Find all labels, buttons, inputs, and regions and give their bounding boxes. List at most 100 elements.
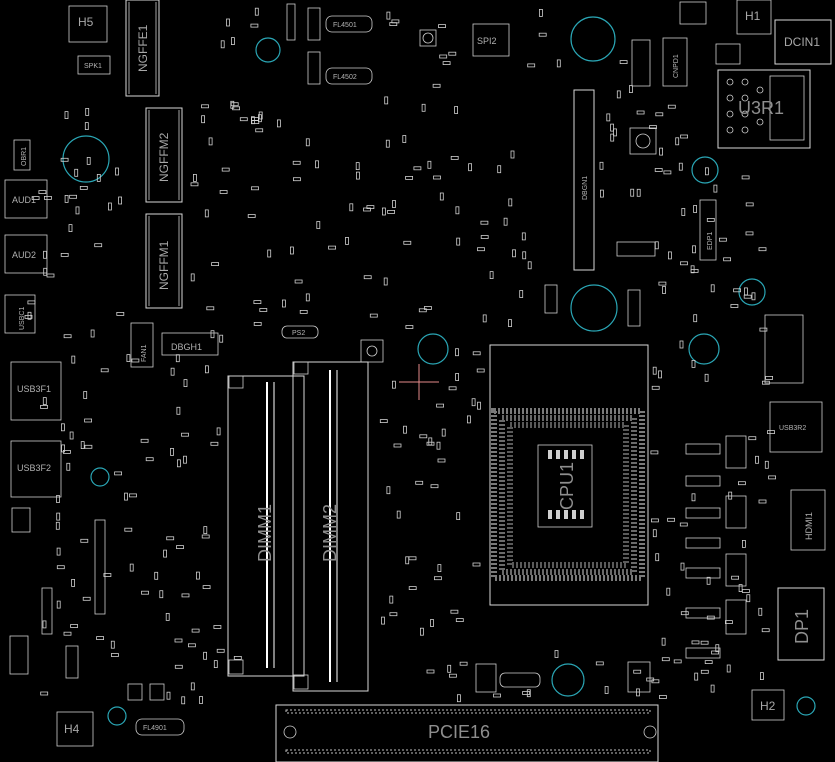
smd-part — [355, 171, 360, 180]
usb3r2-port: USB3R2 — [769, 401, 823, 453]
smd-part — [201, 534, 210, 539]
smd-part — [415, 480, 424, 485]
smd-part — [700, 640, 709, 645]
smd-part — [305, 138, 310, 147]
usb3f1-port: USB3F1 — [10, 361, 62, 421]
smd-part — [216, 427, 221, 436]
h4-label: H4 — [64, 722, 80, 736]
smd-part — [63, 334, 72, 339]
cpu1-label: CPU1 — [557, 462, 577, 510]
smd-part — [247, 214, 256, 218]
smd-part — [649, 125, 657, 129]
smd-part — [253, 300, 262, 305]
smd-part — [742, 589, 750, 593]
smd-part — [426, 669, 435, 674]
pcie16-slot: PCIE16 — [275, 704, 659, 762]
smd-part — [662, 286, 666, 294]
smd-part — [115, 167, 119, 176]
smd-part — [195, 571, 200, 580]
aud2-label: AUD2 — [12, 250, 36, 260]
smd-part — [719, 237, 727, 242]
smd-part — [762, 380, 770, 385]
smd-part — [176, 459, 181, 468]
smd-part — [651, 679, 660, 684]
smd-part — [79, 185, 88, 190]
smd-part — [419, 434, 428, 439]
smd-part — [202, 585, 211, 589]
smd-part — [454, 106, 459, 114]
smd-part — [384, 96, 389, 105]
smd-part — [448, 386, 457, 391]
smd-part — [230, 102, 239, 107]
smd-part — [706, 576, 711, 585]
dcin1-jack: DCIN1 — [774, 19, 832, 65]
smd-part — [176, 545, 184, 549]
smd-part — [630, 188, 635, 197]
smd-part — [70, 624, 78, 628]
smd-part — [503, 217, 508, 226]
usbc-port: USBC1 — [4, 294, 36, 334]
smd-part — [554, 650, 559, 658]
smd-part — [56, 565, 65, 570]
smd-part — [96, 636, 104, 640]
fl4502-label: FL4502 — [333, 74, 357, 81]
edp1-label: EDP1 — [707, 232, 714, 250]
smd-part — [345, 236, 349, 245]
smd-part — [56, 600, 61, 609]
smd-part — [124, 527, 133, 532]
smd-part — [730, 304, 739, 308]
smd-part — [619, 60, 628, 64]
smd-part — [456, 694, 461, 703]
usbc-label: USBC1 — [19, 307, 26, 330]
smd-part — [658, 370, 662, 379]
smd-part — [610, 133, 615, 142]
smd-part — [508, 198, 513, 207]
smd-part — [24, 314, 33, 319]
smd-part — [421, 103, 426, 112]
smd-part — [299, 309, 308, 314]
fan1-label: FAN1 — [141, 344, 148, 362]
smd-part — [166, 536, 175, 541]
smd-part — [441, 428, 446, 437]
smd-part — [519, 290, 524, 298]
hdmi1-label: HDMI1 — [804, 512, 814, 540]
smd-parts — [24, 7, 776, 705]
smd-part — [738, 584, 743, 592]
smd-part — [510, 150, 515, 159]
smd-part — [413, 166, 422, 171]
smd-part — [84, 122, 89, 130]
smd-part — [267, 249, 272, 258]
smd-part — [477, 247, 485, 252]
edp1-header: EDP1 — [699, 199, 717, 261]
smd-part — [743, 294, 752, 299]
smd-part — [203, 651, 208, 660]
smd-part — [83, 391, 88, 399]
smd-part — [183, 455, 187, 464]
smd-part — [748, 436, 757, 441]
smd-part — [387, 209, 396, 214]
smd-part — [704, 660, 713, 664]
smd-part — [213, 660, 218, 668]
smd-part — [366, 205, 375, 210]
smd-part — [744, 287, 748, 296]
smd-part — [68, 224, 73, 233]
smd-part — [755, 455, 759, 464]
smd-part — [255, 128, 264, 133]
smd-part — [305, 293, 310, 302]
smd-part — [181, 593, 190, 598]
smd-part — [381, 616, 385, 625]
smd-part — [636, 688, 640, 697]
smd-part — [292, 177, 301, 182]
smd-part — [455, 348, 459, 357]
smd-part — [96, 173, 101, 182]
smd-part — [40, 691, 49, 696]
smd-part — [392, 200, 396, 208]
smd-part — [455, 373, 460, 381]
smd-part — [42, 620, 47, 629]
smd-part — [679, 340, 684, 349]
smd-part — [129, 563, 134, 572]
smd-part — [276, 119, 281, 128]
smd-part — [428, 437, 433, 446]
u3r1-label: U3R1 — [738, 98, 784, 118]
smd-part — [181, 696, 186, 705]
